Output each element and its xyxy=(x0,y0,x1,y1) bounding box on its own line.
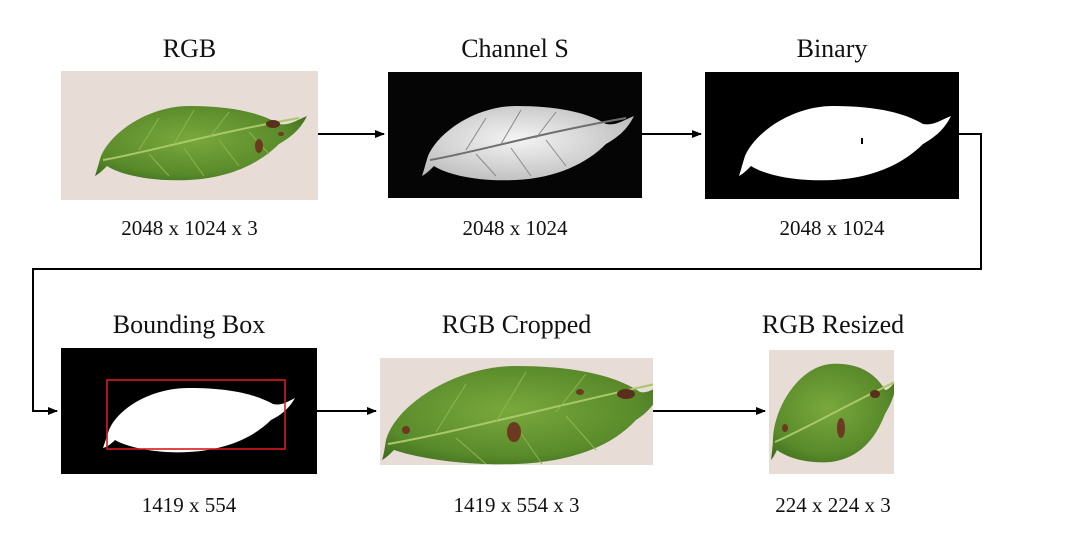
image-rgb-resized xyxy=(769,350,894,474)
leaf-shape xyxy=(95,106,307,181)
dims-rgb-resized: 224 x 224 x 3 xyxy=(775,493,891,517)
title-rgb-cropped: RGB Cropped xyxy=(441,310,592,339)
dims-bounding-box: 1419 x 554 xyxy=(141,493,237,517)
image-bounding-box xyxy=(61,348,317,474)
image-binary xyxy=(705,72,959,199)
dims-binary: 2048 x 1024 xyxy=(779,216,885,240)
dims-rgb-cropped: 1419 x 554 x 3 xyxy=(453,493,580,517)
title-channel-s: Channel S xyxy=(461,34,569,63)
title-rgb: RGB xyxy=(162,34,217,63)
image-rgb xyxy=(61,71,318,200)
image-channel-s xyxy=(388,72,642,198)
title-bounding-box: Bounding Box xyxy=(112,310,266,339)
title-binary: Binary xyxy=(796,34,868,63)
image-rgb-cropped xyxy=(380,358,653,465)
dims-channel-s: 2048 x 1024 xyxy=(462,216,568,240)
dims-rgb: 2048 x 1024 x 3 xyxy=(121,216,258,240)
title-rgb-resized: RGB Resized xyxy=(761,310,905,339)
